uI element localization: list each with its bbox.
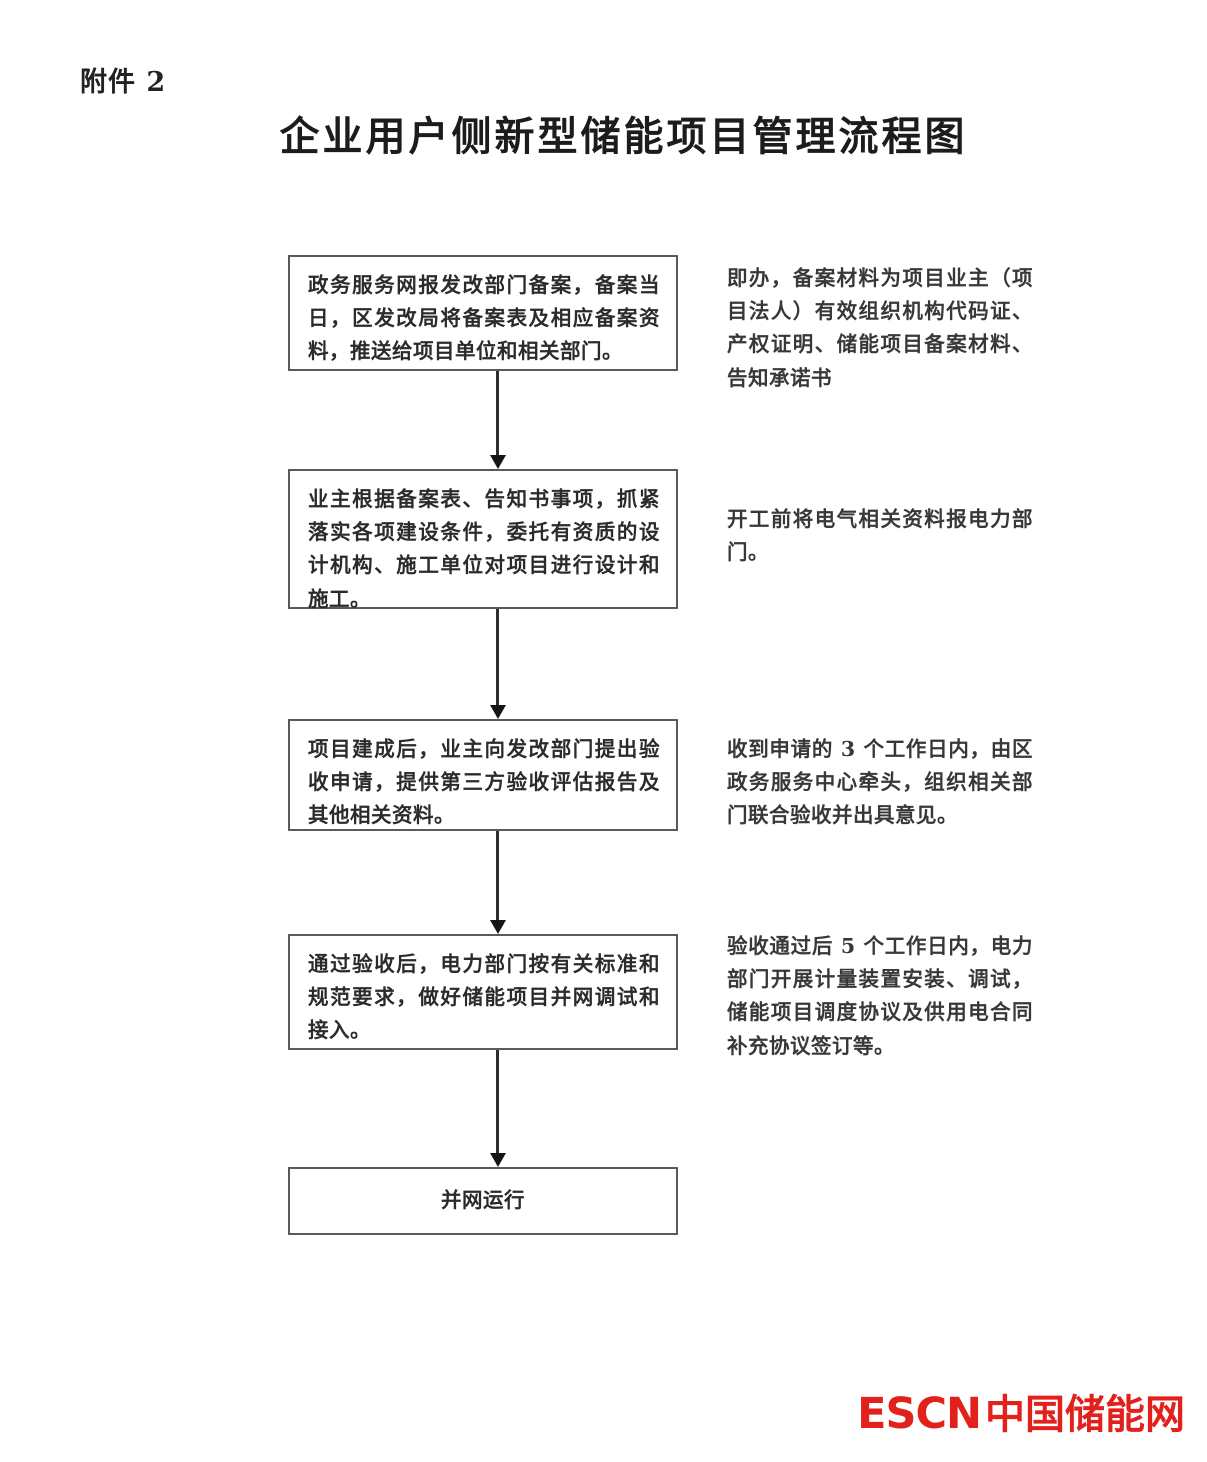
annotation-note-3: 收到申请的 3 个工作日内，由区政务服务中心牵头，组织相关部门联合验收并出具意见… bbox=[727, 737, 1033, 828]
flow-connector-2-to-3 bbox=[490, 609, 506, 719]
flow-node-step-5: 并网运行 bbox=[288, 1167, 678, 1235]
connector-line bbox=[496, 371, 499, 455]
flow-node-step-1: 政务服务网报发改部门备案，备案当日，区发改局将备案表及相应备案资料，推送给项目单… bbox=[288, 255, 678, 371]
annotation-note-4: 验收通过后 5 个工作日内，电力部门开展计量装置安装、调试，储能项目调度协议及供… bbox=[727, 934, 1033, 1058]
flow-connector-3-to-4 bbox=[490, 831, 506, 934]
connector-line bbox=[496, 1050, 499, 1153]
site-watermark: ESCN 中国储能网 bbox=[857, 1393, 1185, 1436]
arrowhead-down-icon bbox=[490, 1153, 506, 1167]
arrowhead-down-icon bbox=[490, 920, 506, 934]
page-title: 企业用户侧新型储能项目管理流程图 bbox=[279, 114, 968, 160]
attachment-label: 附件 2 bbox=[80, 67, 167, 98]
flow-connector-4-to-5 bbox=[490, 1050, 506, 1167]
flow-node-step-2: 业主根据备案表、告知书事项，抓紧落实各项建设条件，委托有资质的设计机构、施工单位… bbox=[288, 469, 678, 611]
annotation-note-2: 开工前将电气相关资料报电力部门。 bbox=[727, 507, 1033, 565]
arrowhead-down-icon bbox=[490, 705, 506, 719]
watermark-latin-text: ESCN bbox=[857, 1389, 982, 1439]
flow-connector-1-to-2 bbox=[490, 371, 506, 469]
arrowhead-down-icon bbox=[490, 455, 506, 469]
watermark-cjk-text: 中国储能网 bbox=[985, 1392, 1185, 1438]
flow-node-step-4: 通过验收后，电力部门按有关标准和规范要求，做好储能项目并网调试和接入。 bbox=[288, 934, 678, 1050]
connector-line bbox=[496, 609, 499, 705]
flow-node-step-3: 项目建成后，业主向发改部门提出验收申请，提供第三方验收评估报告及其他相关资料。 bbox=[288, 719, 678, 831]
connector-line bbox=[496, 831, 499, 920]
annotation-note-1: 即办，备案材料为项目业主（项目法人）有效组织机构代码证、产权证明、储能项目备案材… bbox=[727, 266, 1033, 390]
